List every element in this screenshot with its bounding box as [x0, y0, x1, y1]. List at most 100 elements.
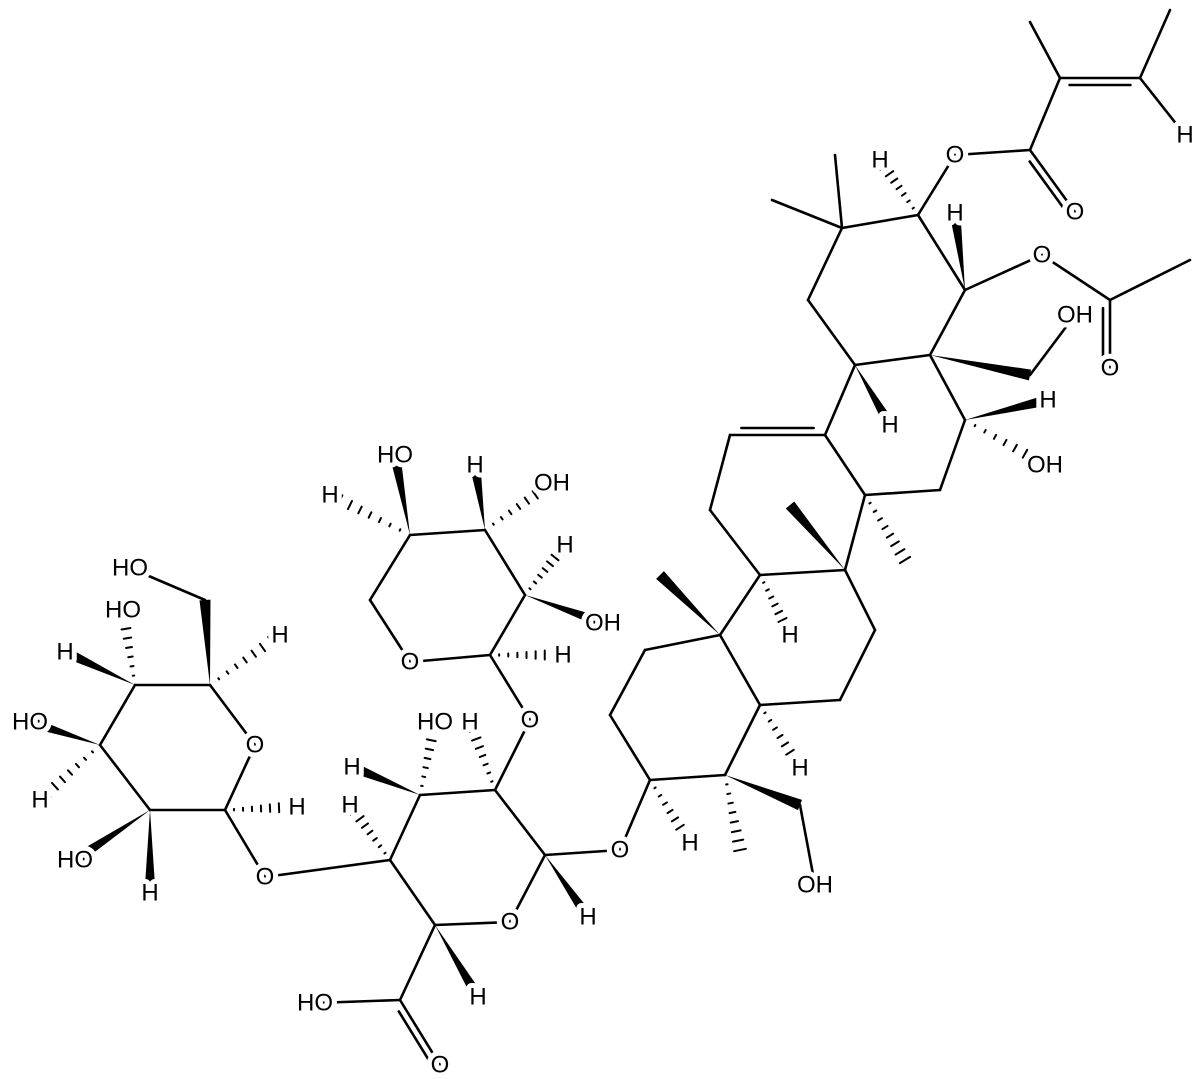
wedge-bond	[525, 595, 605, 629]
single-bond	[823, 433, 867, 497]
single-bond	[368, 533, 412, 602]
atom-label: H	[554, 642, 571, 669]
hashed-bond	[874, 155, 915, 210]
atom-label: H	[791, 755, 808, 782]
hashed-bond	[868, 501, 912, 565]
wedge-bond	[965, 394, 1050, 420]
atom-label: O	[1066, 199, 1085, 226]
double-bond	[1101, 298, 1112, 370]
single-bond	[1040, 253, 1112, 302]
wedge-bond	[930, 355, 1032, 381]
hashed-bond	[344, 800, 387, 855]
single-bond	[833, 153, 844, 230]
atom-label: H	[341, 792, 358, 819]
atom-label: OH	[1027, 452, 1063, 479]
atom-label: OH	[797, 872, 833, 899]
hashed-bond	[217, 629, 285, 681]
single-bond	[806, 226, 844, 302]
hashed-bond	[528, 540, 571, 591]
atom-label: O	[1033, 242, 1052, 269]
wedge-bond	[62, 647, 135, 685]
single-bond	[608, 648, 647, 717]
atom-label: H	[881, 412, 898, 439]
single-bond	[493, 788, 547, 857]
atom-label: H	[871, 147, 888, 174]
atom-label: O	[946, 142, 965, 169]
atom-label: H	[469, 984, 486, 1011]
atom-label: H	[141, 880, 158, 907]
atom-label: H	[461, 709, 478, 736]
single-bond	[823, 363, 857, 437]
single-bond	[1138, 76, 1187, 137]
wedge-bond	[144, 810, 156, 893]
hashed-bond	[973, 423, 1049, 472]
wedge-bond	[785, 501, 845, 570]
single-bond	[758, 698, 842, 707]
single-bond	[916, 153, 957, 217]
single-bond	[708, 508, 762, 577]
single-bond	[368, 598, 412, 664]
atom-label: H	[681, 830, 698, 857]
single-bond	[953, 148, 1032, 157]
atom-label: O	[246, 732, 265, 759]
single-bond	[223, 808, 267, 879]
double-bond	[1028, 148, 1077, 214]
double-bond	[1058, 76, 1142, 87]
atom-label: HO	[377, 442, 413, 469]
single-bond	[313, 998, 402, 1005]
single-bond	[843, 493, 867, 572]
single-bond	[608, 713, 652, 782]
atom-label: H	[579, 904, 596, 931]
single-bond	[98, 683, 137, 747]
double-bond	[397, 998, 442, 1067]
single-bond	[1138, 8, 1172, 80]
single-bond	[128, 566, 207, 602]
single-bond	[543, 848, 622, 857]
single-bond	[418, 788, 497, 797]
wedge-bond	[28, 716, 100, 745]
atom-label: H	[1176, 122, 1193, 149]
single-bond	[718, 633, 762, 707]
single-bond	[643, 633, 722, 652]
single-bond	[963, 253, 1044, 292]
atom-label: HO	[105, 597, 141, 624]
single-bond	[483, 528, 527, 597]
hashed-bond	[326, 488, 402, 532]
hashed-bond	[653, 786, 697, 848]
single-bond	[408, 653, 492, 664]
single-bond	[1028, 20, 1062, 80]
single-bond	[488, 653, 532, 722]
hashed-bond	[116, 608, 136, 677]
hashed-bond	[420, 719, 442, 788]
atom-label: O	[501, 909, 520, 936]
atom-label: O	[256, 864, 275, 891]
single-bond	[388, 793, 422, 862]
single-bond	[263, 858, 392, 879]
single-bond	[208, 683, 257, 747]
wedge-bond	[435, 925, 483, 1000]
single-bond	[488, 593, 527, 657]
single-bond	[223, 743, 257, 812]
hashed-bond	[232, 800, 299, 814]
single-bond	[916, 213, 967, 292]
atom-label: OH	[585, 610, 621, 637]
wedge-bond	[949, 212, 965, 290]
single-bond	[853, 353, 932, 367]
wedge-bond	[656, 571, 720, 635]
hashed-bond	[762, 581, 797, 639]
single-bond	[508, 853, 547, 924]
wedge-bond	[71, 810, 150, 865]
single-bond	[493, 718, 532, 792]
atom-label: H	[946, 200, 963, 227]
hashed-bond	[498, 648, 564, 662]
single-bond	[648, 773, 727, 782]
atom-label: OH	[1057, 302, 1093, 329]
atom-label: H	[556, 532, 573, 559]
single-bond	[618, 778, 652, 852]
single-bond	[843, 568, 877, 632]
atom-label: O	[401, 649, 420, 676]
atom-label: H	[271, 622, 288, 649]
single-bond	[928, 288, 967, 357]
single-bond	[708, 433, 732, 512]
